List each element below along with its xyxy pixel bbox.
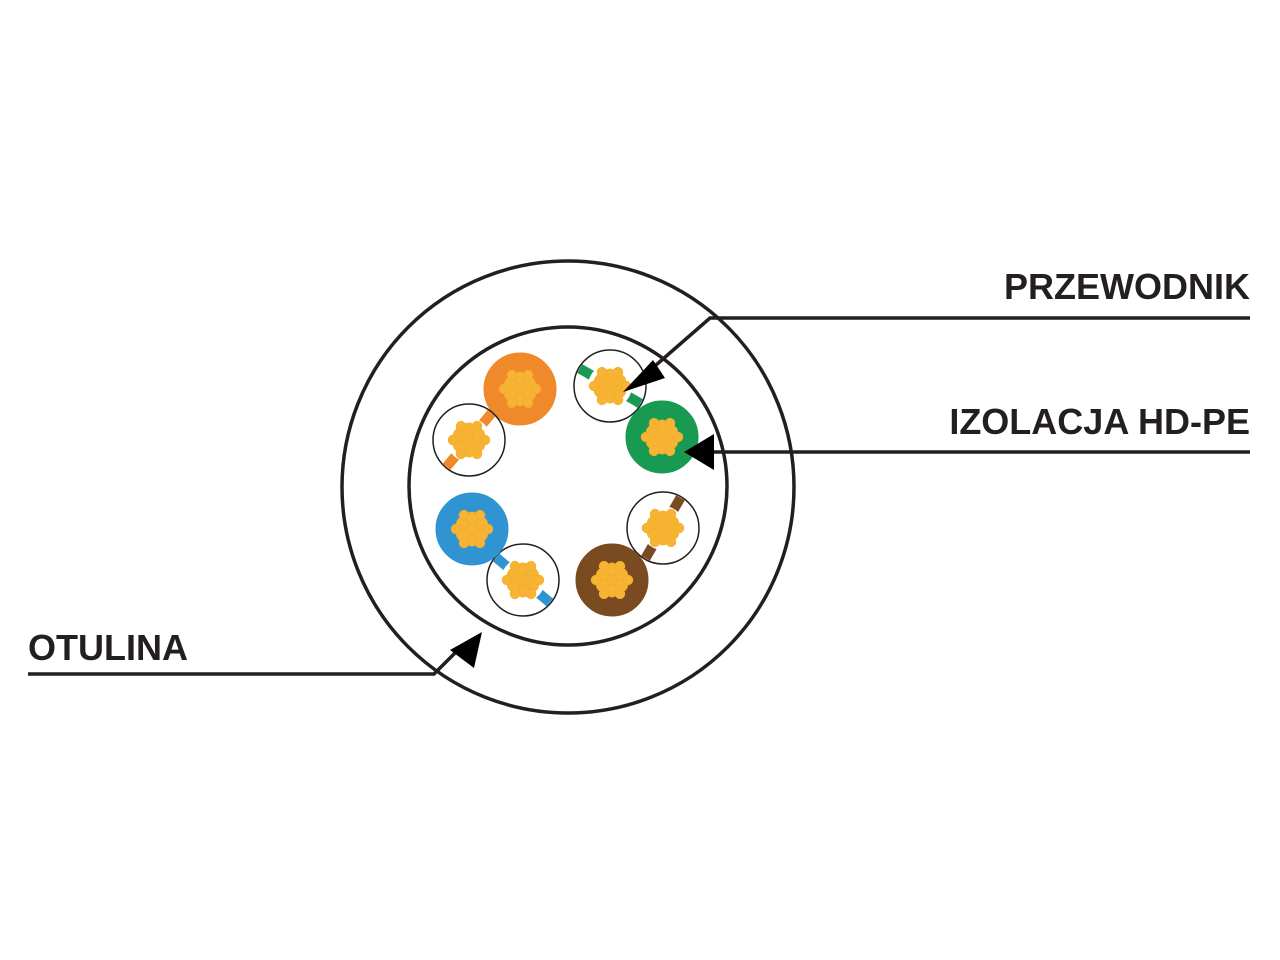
copper-strand — [673, 522, 685, 534]
copper-strand — [664, 417, 676, 429]
conductor-arrowhead — [623, 360, 665, 392]
sheath-leader-line — [28, 644, 464, 676]
conductor-green — [625, 400, 699, 474]
copper-strand — [455, 448, 467, 460]
copper-strand — [509, 588, 521, 600]
copper-strand — [530, 383, 542, 395]
copper-strand — [648, 445, 660, 457]
copper-strand — [622, 574, 634, 586]
copper-strand — [482, 523, 494, 535]
sheath-callout — [28, 632, 482, 676]
copper-strand — [598, 588, 610, 600]
copper-strand — [479, 434, 491, 446]
copper-strand — [640, 431, 652, 443]
conductor-white-brown — [626, 491, 700, 565]
conductor-group — [432, 349, 700, 617]
copper-strand — [522, 369, 534, 381]
conductor-white-blue — [486, 543, 560, 617]
conductor-white-orange — [432, 403, 506, 477]
copper-strand — [509, 560, 521, 572]
sheath-arrowhead — [450, 632, 482, 668]
conductor-orange — [483, 352, 557, 426]
copper-strand — [614, 588, 626, 600]
copper-strand — [641, 522, 653, 534]
copper-strand — [612, 366, 624, 378]
conductor-white-green — [573, 349, 647, 423]
copper-strand — [588, 380, 600, 392]
conductor-callout — [623, 316, 1250, 392]
conductor-brown — [575, 543, 649, 617]
copper-strand — [474, 537, 486, 549]
copper-strand — [649, 508, 661, 520]
copper-strand — [596, 394, 608, 406]
copper-strand — [455, 420, 467, 432]
copper-strand — [498, 383, 510, 395]
copper-strand — [649, 536, 661, 548]
copper-strand — [474, 509, 486, 521]
copper-strand — [648, 417, 660, 429]
copper-strand — [590, 574, 602, 586]
copper-strand — [471, 448, 483, 460]
insulation-callout — [684, 434, 1250, 470]
copper-strand — [614, 560, 626, 572]
copper-strand — [665, 536, 677, 548]
sheath-label: OTULINA — [28, 627, 188, 668]
conductor-label: PRZEWODNIK — [1004, 266, 1250, 307]
copper-strand — [458, 537, 470, 549]
copper-strand — [533, 574, 545, 586]
copper-strand — [665, 508, 677, 520]
copper-strand — [506, 397, 518, 409]
copper-strand — [471, 420, 483, 432]
copper-strand — [664, 445, 676, 457]
copper-strand — [450, 523, 462, 535]
copper-strand — [447, 434, 459, 446]
copper-strand — [596, 366, 608, 378]
insulation-label: IZOLACJA HD-PE — [949, 401, 1250, 442]
conductor-leader-line — [646, 316, 1250, 374]
copper-strand — [612, 394, 624, 406]
copper-strand — [458, 509, 470, 521]
copper-strand — [522, 397, 534, 409]
conductor-blue — [435, 492, 509, 566]
copper-strand — [672, 431, 684, 443]
outer-sheath-ring — [340, 259, 796, 715]
copper-strand — [506, 369, 518, 381]
copper-strand — [501, 574, 513, 586]
inner-core-ring — [407, 325, 729, 647]
copper-strand — [598, 560, 610, 572]
copper-strand — [525, 588, 537, 600]
insulation-arrowhead — [684, 434, 714, 470]
copper-strand — [525, 560, 537, 572]
